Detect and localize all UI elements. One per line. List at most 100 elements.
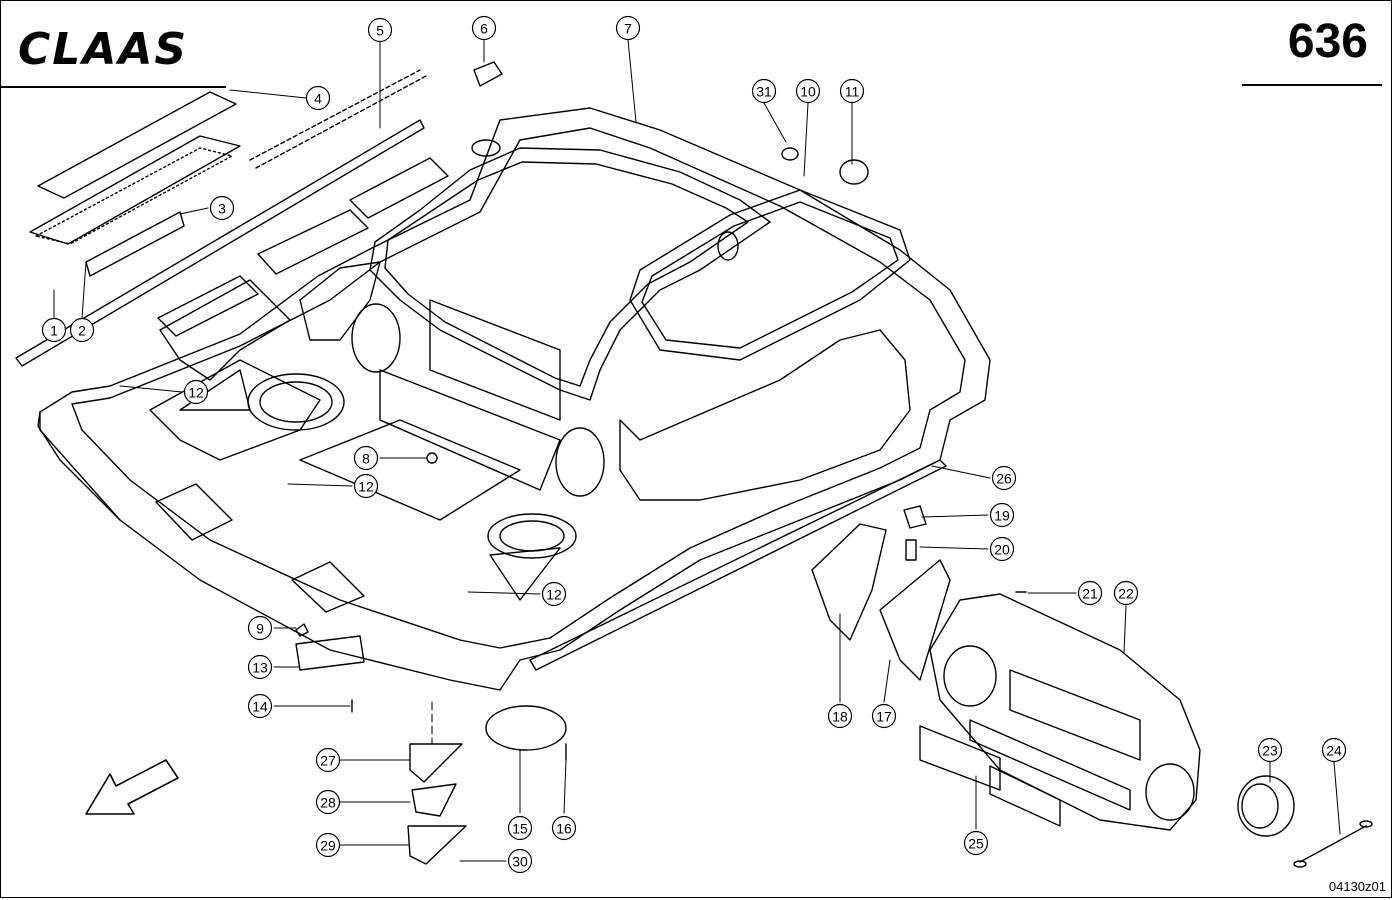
callout-9: 9 (247, 615, 273, 641)
callout-12: 12 (353, 473, 379, 499)
callout-circle (367, 17, 393, 43)
callout-circle (989, 536, 1015, 562)
callout-circle (353, 445, 379, 471)
leader-lines (53, 39, 1341, 862)
callout-30: 30 (507, 848, 533, 874)
callout-15: 15 (507, 815, 533, 841)
callout-13: 13 (247, 654, 273, 680)
callout-number: 26 (996, 471, 1012, 487)
callout-circle (247, 693, 273, 719)
callout-27: 27 (315, 747, 341, 773)
callout-circle (1077, 580, 1103, 606)
headliner-panel (37, 107, 991, 691)
callout-4: 4 (305, 85, 331, 111)
callout-circle (471, 15, 497, 41)
callout-number: 16 (556, 821, 572, 837)
callout-circle (353, 473, 379, 499)
callout-number: 24 (1326, 743, 1342, 759)
callout-7: 7 (615, 15, 641, 41)
callout-19: 19 (989, 502, 1015, 528)
callout-number: 15 (512, 821, 528, 837)
callout-number: 4 (314, 91, 322, 107)
callout-29: 29 (315, 832, 341, 858)
drawing-id: 04130z01 (1328, 879, 1386, 894)
callout-circle (989, 502, 1015, 528)
callout-12: 12 (183, 379, 209, 405)
callout-number: 30 (512, 854, 528, 870)
callout-16: 16 (551, 815, 577, 841)
callout-number: 11 (845, 84, 860, 100)
callout-31: 31 (751, 78, 777, 104)
callout-14: 14 (247, 693, 273, 719)
callout-circle (551, 815, 577, 841)
callout-circle (183, 379, 209, 405)
callout-circle (751, 78, 777, 104)
callout-10: 10 (795, 78, 821, 104)
callout-circle (871, 703, 897, 729)
callout-circle (1321, 737, 1347, 763)
callout-number: 1 (50, 323, 58, 339)
callout-number: 17 (876, 709, 892, 725)
callout-11: 11 (839, 78, 865, 104)
callout-circle (247, 654, 273, 680)
header-rule-left (0, 86, 226, 88)
brand-logo-text: CLAAS (18, 24, 188, 74)
callout-number: 3 (218, 201, 226, 217)
callout-circle (315, 789, 341, 815)
callout-5: 5 (367, 17, 393, 43)
callout-circle (795, 78, 821, 104)
page-number: 636 (1287, 15, 1368, 68)
trim-strips (15, 69, 427, 367)
callout-number: 8 (362, 451, 370, 467)
callout-circle (305, 85, 331, 111)
callout-circle (615, 15, 641, 41)
callout-number: 2 (78, 323, 86, 339)
callout-number: 13 (252, 660, 268, 676)
callout-21: 21 (1077, 580, 1103, 606)
speaker-cover (1237, 775, 1373, 868)
callout-number: 23 (1262, 743, 1278, 759)
callout-circle (827, 703, 853, 729)
direction-arrow (85, 759, 179, 815)
callout-number: 5 (376, 23, 384, 39)
callout-20: 20 (989, 536, 1015, 562)
callout-6: 6 (471, 15, 497, 41)
callout-number: 7 (624, 21, 632, 37)
header-rule-right (1242, 84, 1382, 86)
callout-24: 24 (1321, 737, 1347, 763)
callout-circle (839, 78, 865, 104)
callout-25: 25 (963, 830, 989, 856)
callout-2: 2 (69, 317, 95, 343)
callout-8: 8 (353, 445, 379, 471)
callout-1: 1 (41, 317, 67, 343)
grilles-and-cover (407, 705, 567, 865)
callout-26: 26 (991, 465, 1017, 491)
callout-circle (209, 195, 235, 221)
callout-17: 17 (871, 703, 897, 729)
callout-number: 28 (320, 795, 336, 811)
small-parts (295, 61, 1027, 761)
callout-circle (315, 747, 341, 773)
callout-circle (991, 465, 1017, 491)
pillar-trims (811, 523, 951, 681)
callout-circle (247, 615, 273, 641)
callout-22: 22 (1113, 580, 1139, 606)
callout-number: 14 (252, 699, 268, 715)
callout-23: 23 (1257, 737, 1283, 763)
brackets (919, 725, 1061, 827)
callout-circle (315, 832, 341, 858)
sun-visor (629, 189, 911, 361)
callout-number: 20 (994, 542, 1010, 558)
callout-28: 28 (315, 789, 341, 815)
callout-3: 3 (209, 195, 235, 221)
callout-number: 21 (1082, 586, 1098, 602)
callout-circle (41, 317, 67, 343)
callout-number: 25 (968, 836, 984, 852)
callout-number: 10 (800, 84, 816, 100)
roof-console (929, 593, 1201, 831)
callout-circle (541, 581, 567, 607)
callout-number: 29 (320, 838, 336, 854)
